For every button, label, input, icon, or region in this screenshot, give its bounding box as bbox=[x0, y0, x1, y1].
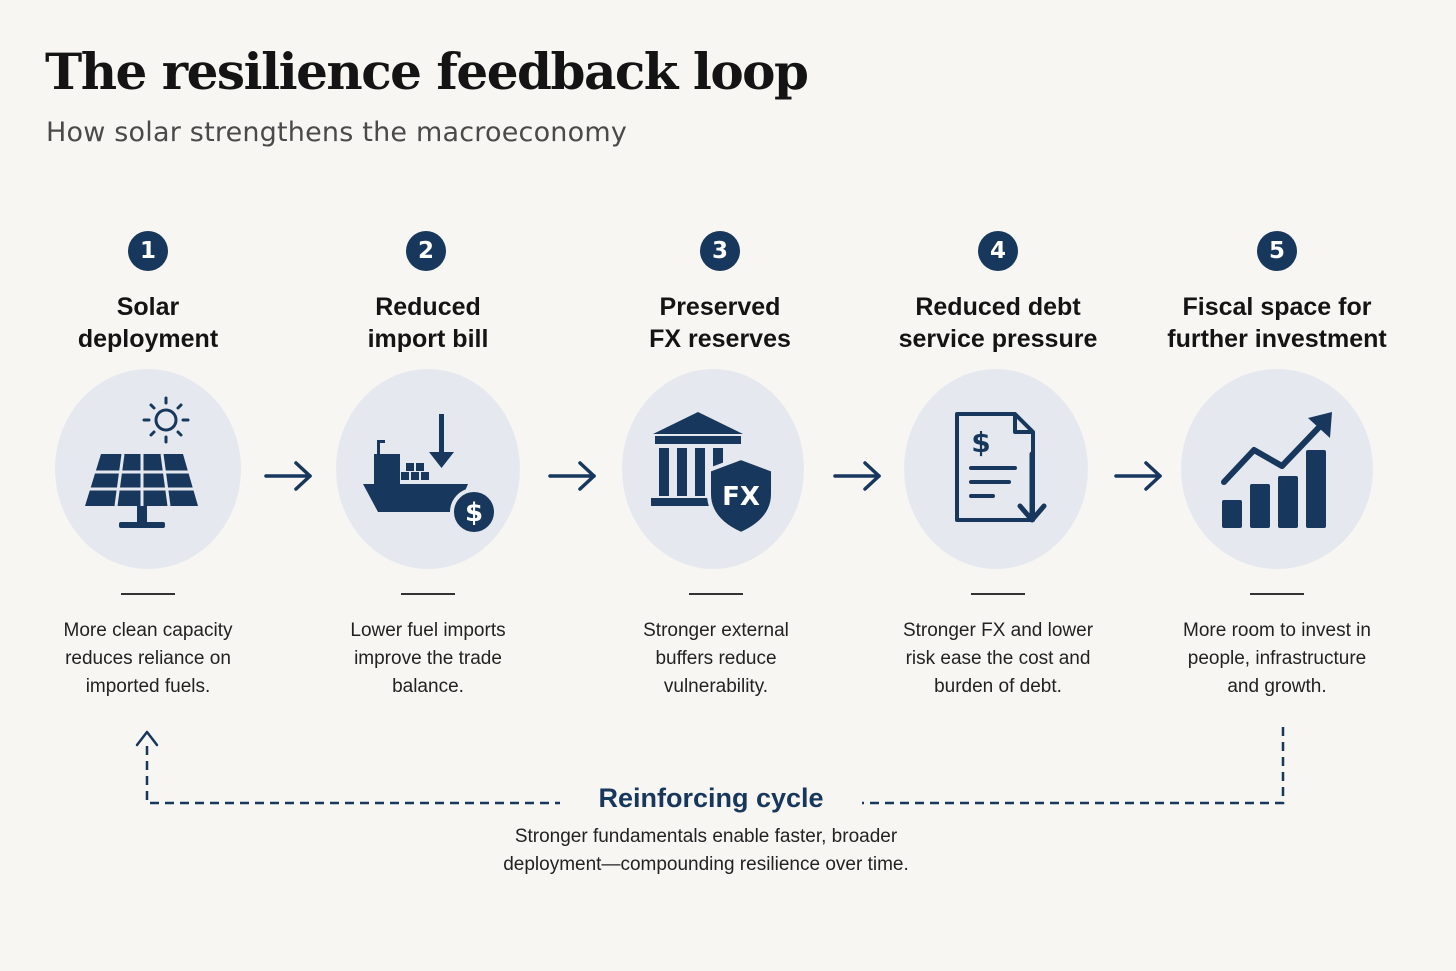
divider bbox=[689, 593, 743, 595]
cargo-ship-dollar-icon: $ bbox=[336, 369, 520, 569]
page-subtitle: How solar strengthens the macroeconomy bbox=[46, 117, 627, 148]
svg-text:$: $ bbox=[971, 426, 990, 459]
divider bbox=[1250, 593, 1304, 595]
svg-text:$: $ bbox=[465, 498, 483, 528]
step-number-badge: 2 bbox=[406, 231, 446, 271]
divider bbox=[401, 593, 455, 595]
step-number-badge: 4 bbox=[978, 231, 1018, 271]
divider bbox=[971, 593, 1025, 595]
solar-panel-icon bbox=[55, 369, 241, 569]
step-number-badge: 1 bbox=[128, 231, 168, 271]
cycle-label: Reinforcing cycle bbox=[560, 780, 862, 816]
growth-chart-icon bbox=[1181, 369, 1373, 569]
step-number-badge: 5 bbox=[1257, 231, 1297, 271]
bank-shield-icon: FX bbox=[622, 369, 804, 569]
right-arrow-icon bbox=[833, 461, 881, 491]
cycle-description: Stronger fundamentals enable faster, bro… bbox=[503, 826, 909, 875]
debt-document-down-icon: $ bbox=[904, 369, 1088, 569]
divider bbox=[121, 593, 175, 595]
step-number-badge: 3 bbox=[700, 231, 740, 271]
right-arrow-icon bbox=[548, 461, 596, 491]
svg-text:FX: FX bbox=[722, 482, 760, 512]
right-arrow-icon bbox=[1114, 461, 1162, 491]
right-arrow-icon bbox=[264, 461, 312, 491]
page-title: The resilience feedback loop bbox=[45, 42, 809, 101]
